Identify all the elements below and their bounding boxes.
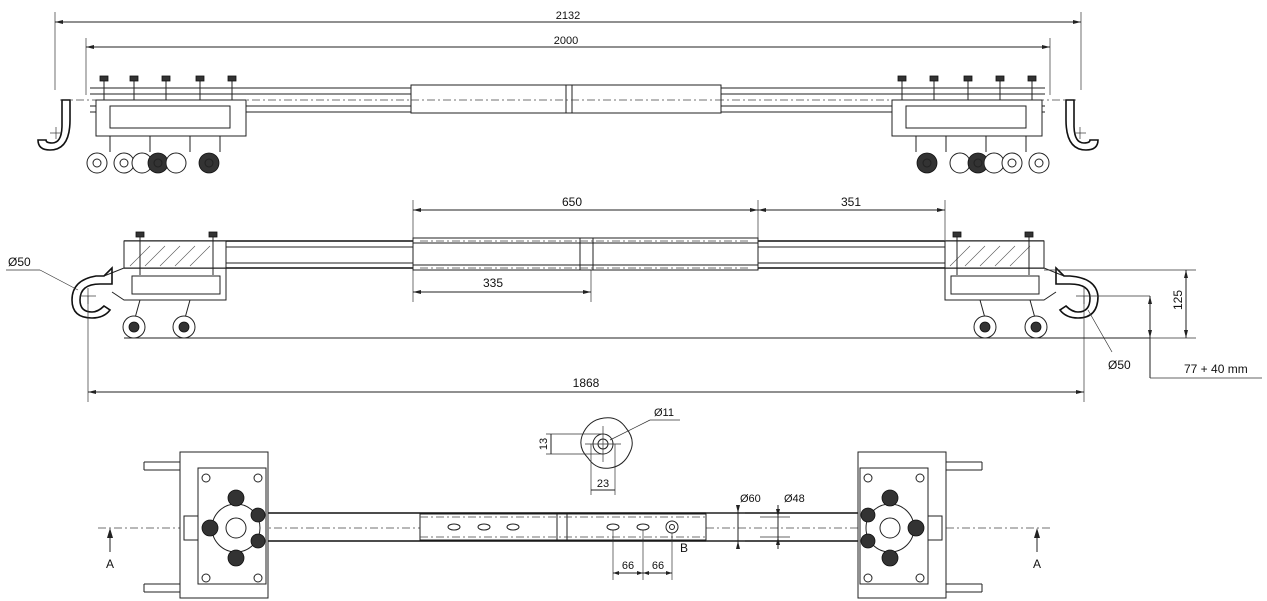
right-hook-side	[1055, 266, 1150, 402]
detail-hole-label: Ø11	[654, 407, 674, 419]
section-left-label: A	[106, 557, 114, 571]
dimension-650: 650	[412, 195, 759, 240]
dimension-2000-label: 2000	[554, 35, 578, 47]
right-bogie-top	[891, 75, 1050, 174]
pitch-dims: 66 66	[612, 530, 673, 580]
plan-tube-outer-label: Ø60	[740, 493, 761, 505]
section-marker-left: A	[106, 528, 114, 571]
right-end-side	[944, 231, 1065, 339]
dimension-351-label: 351	[841, 195, 861, 209]
dimension-2132: 2132	[54, 10, 1082, 90]
dimension-77-40: 77 + 40 mm	[1148, 296, 1262, 379]
top-view: 2132 2000	[37, 10, 1099, 174]
pitch-1-label: 66	[622, 560, 634, 572]
section-right-label: A	[1033, 557, 1041, 571]
left-hook-top	[37, 99, 71, 151]
plan-point-b: B	[680, 541, 688, 555]
dimension-2000: 2000	[85, 35, 1051, 95]
leader-hook-left: Ø50	[6, 255, 79, 291]
dimension-77-40-label: 77 + 40 mm	[1184, 362, 1248, 376]
dimension-1868-label: 1868	[573, 376, 600, 390]
detail-width-label: 23	[597, 478, 609, 490]
leader-hook-left-label: Ø50	[8, 255, 31, 269]
pitch-2-label: 66	[652, 560, 664, 572]
dimension-335-label: 335	[483, 276, 503, 290]
leader-hook-right-label: Ø50	[1108, 358, 1131, 372]
left-bogie-top	[86, 75, 247, 174]
dimension-2132-label: 2132	[556, 10, 580, 22]
tube-diameter-dims: Ø60 Ø48	[706, 493, 805, 549]
plan-tube-inner-label: Ø48	[784, 493, 805, 505]
side-view: 650 351 335	[6, 195, 1262, 402]
dimension-1868: 1868	[88, 376, 1084, 394]
dimension-125-label: 125	[1171, 290, 1185, 310]
leader-hook-right: Ø50	[1087, 309, 1131, 372]
right-hook-top	[1065, 99, 1099, 151]
dimension-351: 351	[758, 195, 946, 240]
detail-height-label: 13	[538, 438, 550, 450]
left-hook-side	[71, 266, 113, 402]
dimension-650-label: 650	[562, 195, 582, 209]
dimension-335: 335	[412, 270, 592, 302]
left-end-plate	[143, 451, 269, 599]
right-end-plate	[857, 451, 983, 599]
hole-detail: Ø11 13 23	[538, 407, 680, 495]
left-end-side	[103, 231, 227, 339]
plan-view: B Ø60 Ø48 66 66	[98, 451, 1050, 599]
plan-sleeve	[419, 513, 707, 541]
section-marker-right: A	[1033, 528, 1041, 571]
dimension-125: 125	[1044, 269, 1196, 339]
